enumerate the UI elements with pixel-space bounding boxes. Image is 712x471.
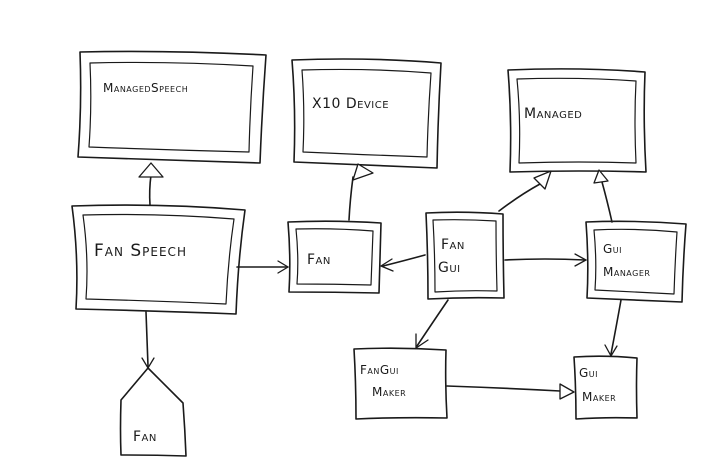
edge-fangui-to-guimanager	[504, 253, 588, 267]
node-label: X10 Device	[312, 96, 389, 112]
node-label: Managed	[524, 106, 582, 122]
node-label: Fan	[133, 429, 157, 445]
edge-fanspeech-to-fanpackage	[141, 311, 155, 370]
edge-fanspeech-to-fan	[236, 260, 290, 274]
node-managed: Managed	[507, 68, 647, 173]
node-managed-speech: ManagedSpeech	[77, 50, 267, 164]
node-fan-speech: Fan Speech	[71, 204, 246, 315]
node-label-line2: Maker	[372, 385, 406, 399]
node-label-line2: Gui	[438, 260, 461, 276]
node-label-line1: Gui	[579, 366, 598, 380]
node-fan: Fan	[287, 220, 382, 294]
node-fan-gui: Fan Gui	[425, 211, 505, 300]
node-x10-device: X10 Device	[291, 58, 442, 169]
edge-fangui-to-managed	[498, 170, 552, 212]
edge-fangui-to-fanguimaker	[415, 299, 449, 350]
node-label: Fan	[307, 252, 331, 268]
edge-fangui-to-fan	[379, 254, 426, 272]
node-label: ManagedSpeech	[103, 81, 188, 95]
edge-guimanager-to-guimaker	[604, 299, 622, 358]
node-label-line2: Maker	[582, 390, 616, 404]
node-gui-manager: Gui Manager	[585, 220, 687, 303]
node-fan-package: Fan	[119, 367, 187, 457]
node-label-line1: FanGui	[360, 363, 399, 377]
node-gui-maker: Gui Maker	[573, 355, 638, 420]
node-label-line1: Fan	[441, 237, 465, 253]
node-label-line2: Manager	[603, 265, 650, 279]
node-label-line1: Gui	[603, 242, 622, 256]
node-fan-gui-maker: FanGui Maker	[353, 347, 448, 420]
node-label: Fan Speech	[94, 241, 187, 261]
edge-guimanager-to-managed	[593, 169, 613, 223]
edge-fan-to-x10device	[348, 163, 374, 221]
edge-fanguimaker-to-guimaker	[446, 383, 575, 400]
edge-fanspeech-to-managedspeech	[138, 162, 164, 206]
